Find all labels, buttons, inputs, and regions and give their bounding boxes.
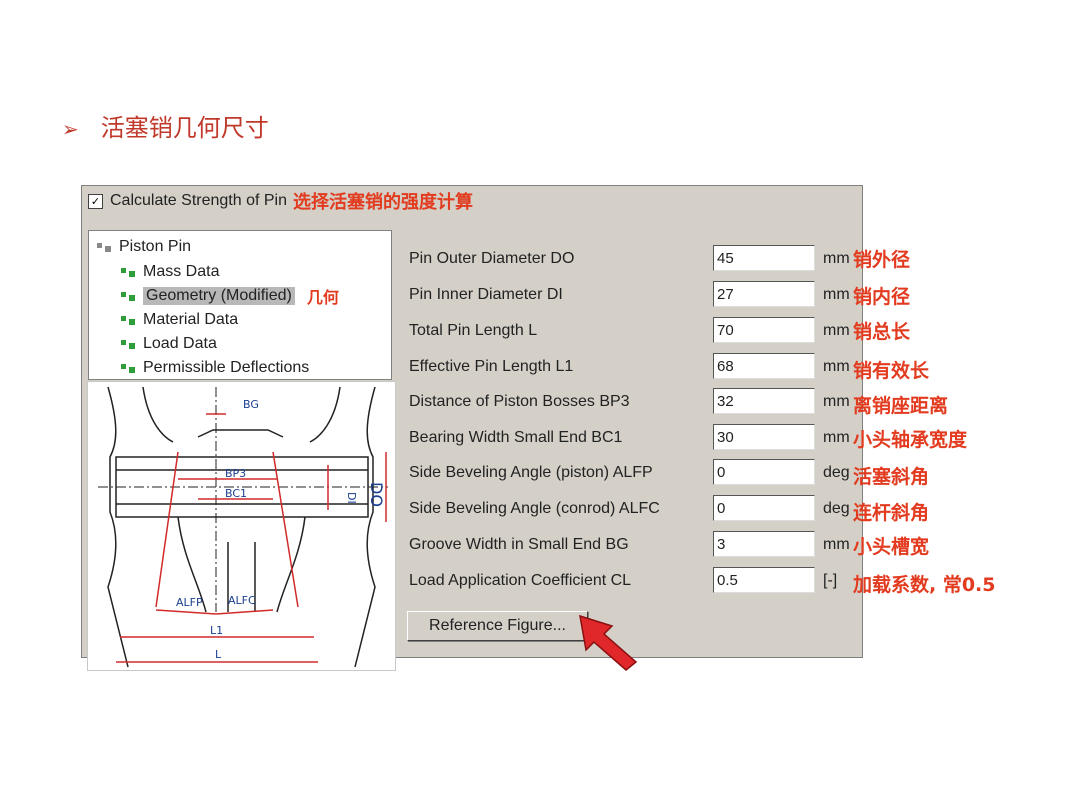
param-input-do[interactable] (713, 245, 815, 271)
tree-item-mass-data[interactable]: Mass Data (121, 261, 219, 283)
tree-node-icon (121, 314, 137, 326)
param-note-di: 销内径 (853, 286, 911, 308)
tree-item-permissible-deflections[interactable]: Permissible Deflections (121, 357, 309, 379)
tree-node-icon (121, 266, 137, 278)
slide-title: ➢ 活塞销几何尺寸 (62, 108, 269, 143)
param-input-di[interactable] (713, 281, 815, 307)
piston-pin-tree: Piston Pin Mass Data Geometry (Modified)… (88, 230, 392, 380)
param-note-l: 销总长 (853, 321, 911, 343)
figure-label-bc1: BC1 (225, 487, 247, 500)
param-unit-alfp: deg (823, 464, 850, 481)
tree-item-label: Geometry (Modified) (143, 287, 295, 305)
geometry-note: 几何 (306, 288, 339, 307)
tree-item-label: Mass Data (143, 263, 220, 280)
param-label-do: Pin Outer Diameter DO (409, 250, 575, 267)
calculate-strength-row[interactable]: ✓ Calculate Strength of Pin 选择活塞销的强度计算 (88, 189, 473, 213)
param-input-bg[interactable] (713, 531, 815, 557)
tree-item-label: Permissible Deflections (143, 359, 310, 376)
tree-item-label: Material Data (143, 311, 239, 328)
figure-label-l: L (215, 648, 222, 661)
param-unit-bg: mm (823, 536, 850, 553)
param-label-alfc: Side Beveling Angle (conrod) ALFC (409, 500, 660, 517)
param-label-bc1: Bearing Width Small End BC1 (409, 429, 623, 446)
tree-item-geometry[interactable]: Geometry (Modified) 几何 (121, 285, 339, 307)
slide-title-text: 活塞销几何尺寸 (100, 114, 269, 142)
pin-geometry-figure: BG BP3 BC1 DI DO ALFP ALFC L1 L (87, 381, 396, 671)
param-label-l: Total Pin Length L (409, 322, 538, 339)
param-note-alfc: 连杆斜角 (853, 502, 930, 524)
figure-label-do: DO (367, 482, 386, 507)
param-note-bp3: 离销座距离 (853, 395, 949, 417)
param-unit-l: mm (823, 322, 850, 339)
calculate-strength-note: 选择活塞销的强度计算 (293, 192, 473, 213)
param-input-alfc[interactable] (713, 495, 815, 521)
param-note-bg: 小头槽宽 (853, 536, 930, 558)
pointer-arrow-icon (579, 614, 638, 671)
param-note-bc1: 小头轴承宽度 (853, 429, 968, 451)
bullet-arrow-icon: ➢ (62, 117, 79, 141)
param-input-l[interactable] (713, 317, 815, 343)
param-unit-di: mm (823, 286, 850, 303)
param-input-cl[interactable] (713, 567, 815, 593)
param-note-do: 销外径 (853, 249, 911, 271)
param-label-bg: Groove Width in Small End BG (409, 536, 629, 553)
tree-node-icon (121, 338, 137, 350)
param-label-cl: Load Application Coefficient CL (409, 572, 632, 589)
param-note-cl: 加载系数, 常0.5 (853, 574, 996, 596)
param-label-l1: Effective Pin Length L1 (409, 358, 574, 375)
figure-label-alfp: ALFP (176, 596, 203, 609)
param-input-bc1[interactable] (713, 424, 815, 450)
param-unit-bp3: mm (823, 393, 850, 410)
param-input-bp3[interactable] (713, 388, 815, 414)
param-note-l1: 销有效长 (853, 360, 930, 382)
tree-node-icon (121, 362, 137, 374)
tree-root-label: Piston Pin (119, 238, 192, 255)
figure-label-bg: BG (243, 398, 259, 411)
param-unit-do: mm (823, 250, 850, 267)
param-input-l1[interactable] (713, 353, 815, 379)
figure-label-l1: L1 (210, 624, 223, 637)
tree-node-icon (121, 290, 137, 302)
calculate-strength-checkbox[interactable]: ✓ (88, 193, 103, 209)
param-unit-alfc: deg (823, 500, 850, 517)
param-input-alfp[interactable] (713, 459, 815, 485)
param-unit-bc1: mm (823, 429, 850, 446)
tree-root-icon (97, 241, 113, 253)
param-label-di: Pin Inner Diameter DI (409, 286, 563, 303)
reference-figure-button[interactable]: Reference Figure... (407, 611, 588, 641)
figure-label-alfc: ALFC (228, 594, 256, 607)
tree-item-material-data[interactable]: Material Data (121, 309, 238, 331)
param-unit-cl: [-] (823, 572, 838, 589)
figure-label-di: DI (345, 492, 358, 504)
param-unit-l1: mm (823, 358, 850, 375)
param-label-alfp: Side Beveling Angle (piston) ALFP (409, 464, 653, 481)
figure-label-bp3: BP3 (225, 467, 246, 480)
calculate-strength-label: Calculate Strength of Pin (110, 192, 287, 209)
tree-item-load-data[interactable]: Load Data (121, 333, 217, 355)
param-label-bp3: Distance of Piston Bosses BP3 (409, 393, 630, 410)
param-note-alfp: 活塞斜角 (853, 466, 930, 488)
pin-geometry-drawing: BG BP3 BC1 DI DO ALFP ALFC L1 L (98, 386, 388, 668)
tree-item-label: Load Data (143, 335, 217, 352)
tree-root-piston-pin[interactable]: Piston Pin (97, 238, 191, 256)
